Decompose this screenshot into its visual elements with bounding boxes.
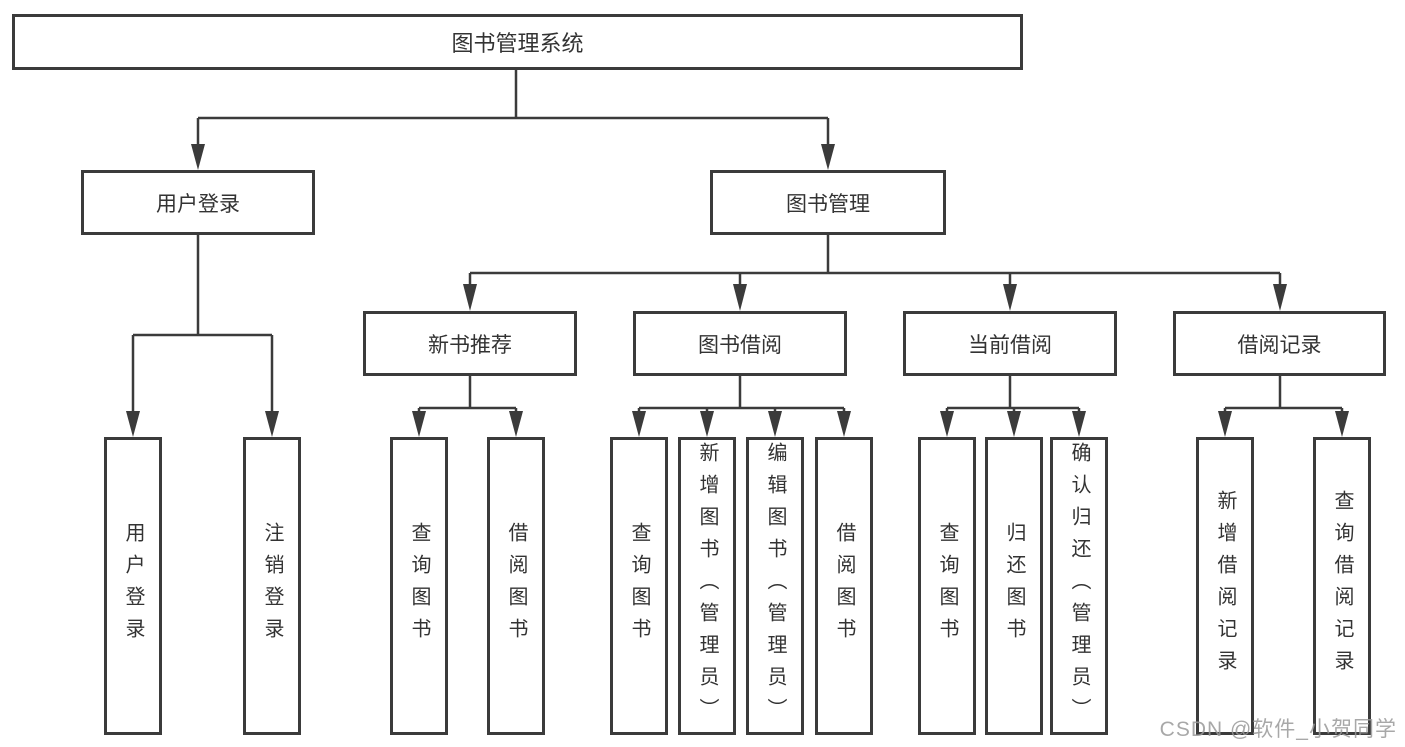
leaf-user-login: 用户登录 xyxy=(104,437,162,735)
leaf-query-books-1-label: 查询图书 xyxy=(408,522,430,650)
node-borrow-records: 借阅记录 xyxy=(1173,311,1386,376)
node-book-borrow-label: 图书借阅 xyxy=(698,333,782,357)
node-new-book-recommend-label: 新书推荐 xyxy=(428,333,512,357)
leaf-borrow-books-2: 借阅图书 xyxy=(815,437,873,735)
connector-root xyxy=(191,70,835,170)
leaf-query-books-2-label: 查询图书 xyxy=(628,522,650,650)
connector-new-book-recommend xyxy=(412,375,523,437)
node-book-management-label: 图书管理 xyxy=(786,192,870,216)
leaf-confirm-return-admin-label: 确认归还（管理员） xyxy=(1068,442,1090,730)
leaf-query-books-1: 查询图书 xyxy=(390,437,448,735)
node-user-login-label: 用户登录 xyxy=(156,192,240,216)
connector-user-login xyxy=(126,235,279,437)
node-new-book-recommend: 新书推荐 xyxy=(363,311,577,376)
connector-book-borrow xyxy=(632,375,851,437)
leaf-add-borrow-record: 新增借阅记录 xyxy=(1196,437,1254,735)
leaf-query-borrow-record: 查询借阅记录 xyxy=(1313,437,1371,735)
leaf-logout-label: 注销登录 xyxy=(261,522,283,650)
leaf-borrow-books-2-label: 借阅图书 xyxy=(833,522,855,650)
leaf-add-book-admin: 新增图书（管理员） xyxy=(678,437,736,735)
node-borrow-records-label: 借阅记录 xyxy=(1237,333,1322,357)
leaf-edit-book-admin-label: 编辑图书（管理员） xyxy=(764,442,786,730)
csdn-watermark: CSDN @软件_小贺同学 xyxy=(1159,718,1397,741)
leaf-add-borrow-record-label: 新增借阅记录 xyxy=(1214,490,1236,682)
leaf-edit-book-admin: 编辑图书（管理员） xyxy=(746,437,804,735)
leaf-return-book-label: 归还图书 xyxy=(1003,522,1025,650)
node-current-borrow-label: 当前借阅 xyxy=(968,333,1052,357)
leaf-confirm-return-admin: 确认归还（管理员） xyxy=(1050,437,1108,735)
node-user-login: 用户登录 xyxy=(81,170,315,235)
node-book-borrow: 图书借阅 xyxy=(633,311,847,376)
leaf-user-login-label: 用户登录 xyxy=(122,522,144,650)
leaf-query-books-3-label: 查询图书 xyxy=(936,522,958,650)
leaf-logout: 注销登录 xyxy=(243,437,301,735)
connector-current-borrow xyxy=(940,375,1086,437)
leaf-borrow-books-1-label: 借阅图书 xyxy=(505,522,527,650)
node-current-borrow: 当前借阅 xyxy=(903,311,1117,376)
leaf-return-book: 归还图书 xyxy=(985,437,1043,735)
leaf-borrow-books-1: 借阅图书 xyxy=(487,437,545,735)
leaf-query-books-3: 查询图书 xyxy=(918,437,976,735)
node-library-management-system: 图书管理系统 xyxy=(12,14,1023,70)
connector-book-management xyxy=(463,235,1287,311)
leaf-query-books-2: 查询图书 xyxy=(610,437,668,735)
node-book-management: 图书管理 xyxy=(710,170,946,235)
connector-borrow-records xyxy=(1218,375,1349,437)
node-library-management-system-label: 图书管理系统 xyxy=(451,31,584,56)
leaf-add-book-admin-label: 新增图书（管理员） xyxy=(696,442,718,730)
leaf-query-borrow-record-label: 查询借阅记录 xyxy=(1331,490,1353,682)
